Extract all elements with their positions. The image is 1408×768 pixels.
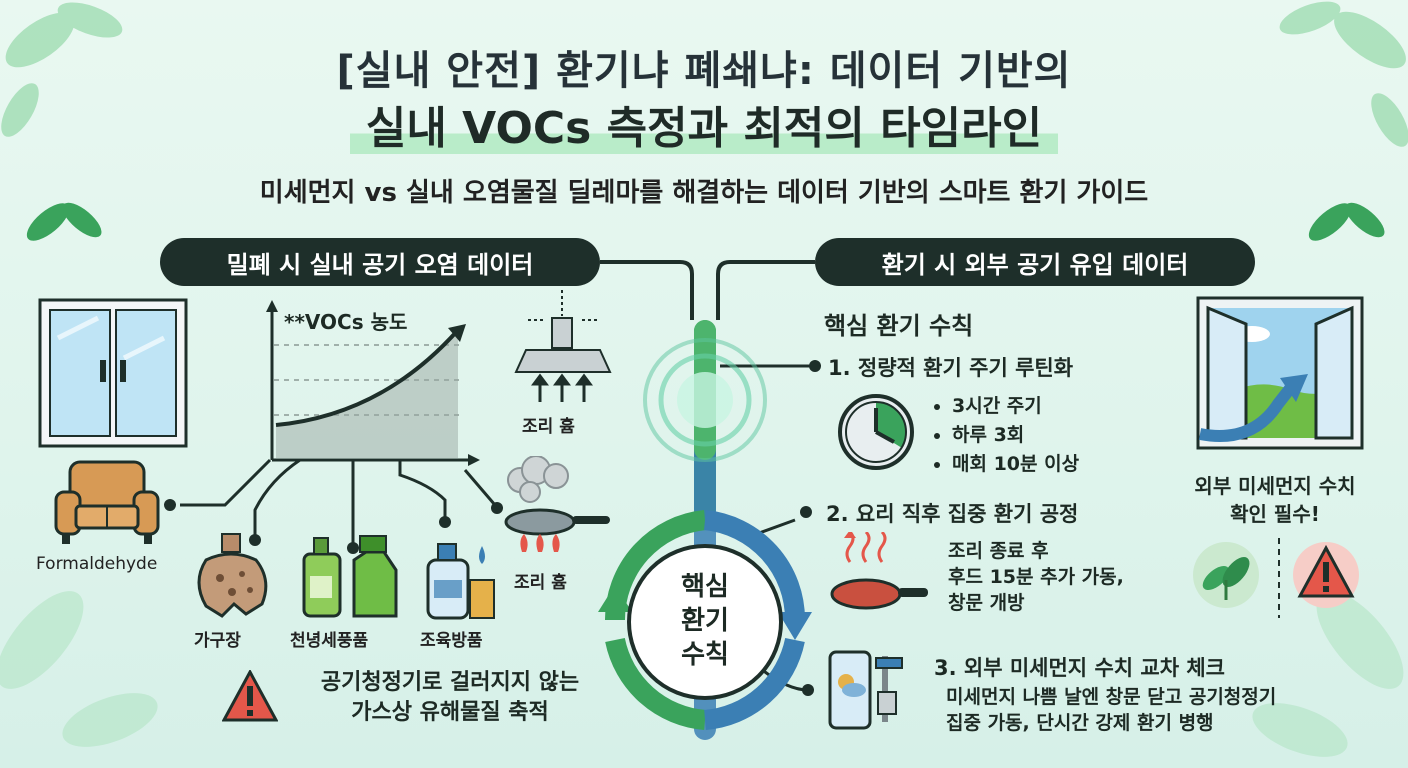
list-item: 하루 3회 (952, 421, 1079, 450)
rules-heading: 핵심 환기 수칙 (824, 312, 974, 340)
warning-text: 공기청정기로 걸러지지 않는 가스상 유해물질 축적 (320, 670, 580, 725)
rule-2-body: 조리 종료 후 후드 15분 추가 가동, 창문 개방 (948, 540, 1124, 614)
detergent-bottles-icon (302, 535, 398, 618)
range-hood-icon (514, 290, 612, 402)
closed-window-icon (38, 298, 188, 448)
sofa-label: Formaldehyde (36, 554, 158, 574)
divider-dashed (1278, 538, 1280, 618)
hot-pan-icon (830, 532, 928, 610)
rule-1-bullets: 3시간 주기 하루 3회 매회 10분 이상 (936, 392, 1079, 479)
detergent-label: 천녕세풍품 (290, 631, 369, 651)
rule-1-title: 1. 정량적 환기 주기 루틴화 (828, 356, 1074, 380)
open-window-icon (1196, 296, 1364, 450)
voc-trend-chart (266, 300, 480, 466)
title-line-2: 실내 VOCs 측정과 최적의 타임라인 (0, 92, 1408, 156)
furniture-label: 가구장 (194, 631, 241, 651)
title-line-1: [실내 안전] 환기냐 폐쇄냐: 데이터 기반의 (336, 48, 1072, 94)
clock-icon (838, 394, 914, 470)
list-item: 매회 10분 이상 (952, 450, 1079, 479)
center-core-rules: 핵심 환기 수칙 (681, 572, 729, 670)
subtitle: 미세먼지 vs 실내 오염물질 딜레마를 해결하는 데이터 기반의 스마트 환기… (259, 178, 1149, 208)
list-item: 3시간 주기 (952, 392, 1079, 421)
voc-chart-label: **VOCs 농도 (284, 310, 408, 334)
phone-weather-icon (828, 650, 903, 730)
rule-3-title: 3. 외부 미세먼지 수치 교차 체크 (934, 656, 1225, 680)
air-freshener-icon (426, 543, 495, 620)
warning-icon (222, 670, 278, 722)
clean-air-leaf-icon (1193, 542, 1259, 608)
pan-label: 조리 흄 (514, 573, 567, 593)
furniture-chemical-icon (197, 533, 268, 618)
danger-warning-icon (1293, 542, 1359, 608)
sofa-icon (54, 460, 160, 544)
right-section-pill: 환기 시 외부 공기 유입 데이터 (815, 238, 1255, 286)
air-freshener-label: 조육방품 (420, 631, 483, 651)
rule-2-title: 2. 요리 직후 집중 환기 공정 (826, 502, 1079, 526)
check-dust-text: 외부 미세먼지 수치 확인 필수! (1194, 474, 1356, 526)
cooking-pan-icon (504, 456, 610, 552)
left-section-pill: 밀폐 시 실내 공기 오염 데이터 (160, 238, 600, 286)
hood-label: 조리 흄 (522, 417, 575, 437)
rule-3-body: 미세먼지 나쁨 날엔 창문 닫고 공기청정기 집중 가동, 단시간 강제 환기 … (946, 686, 1277, 734)
